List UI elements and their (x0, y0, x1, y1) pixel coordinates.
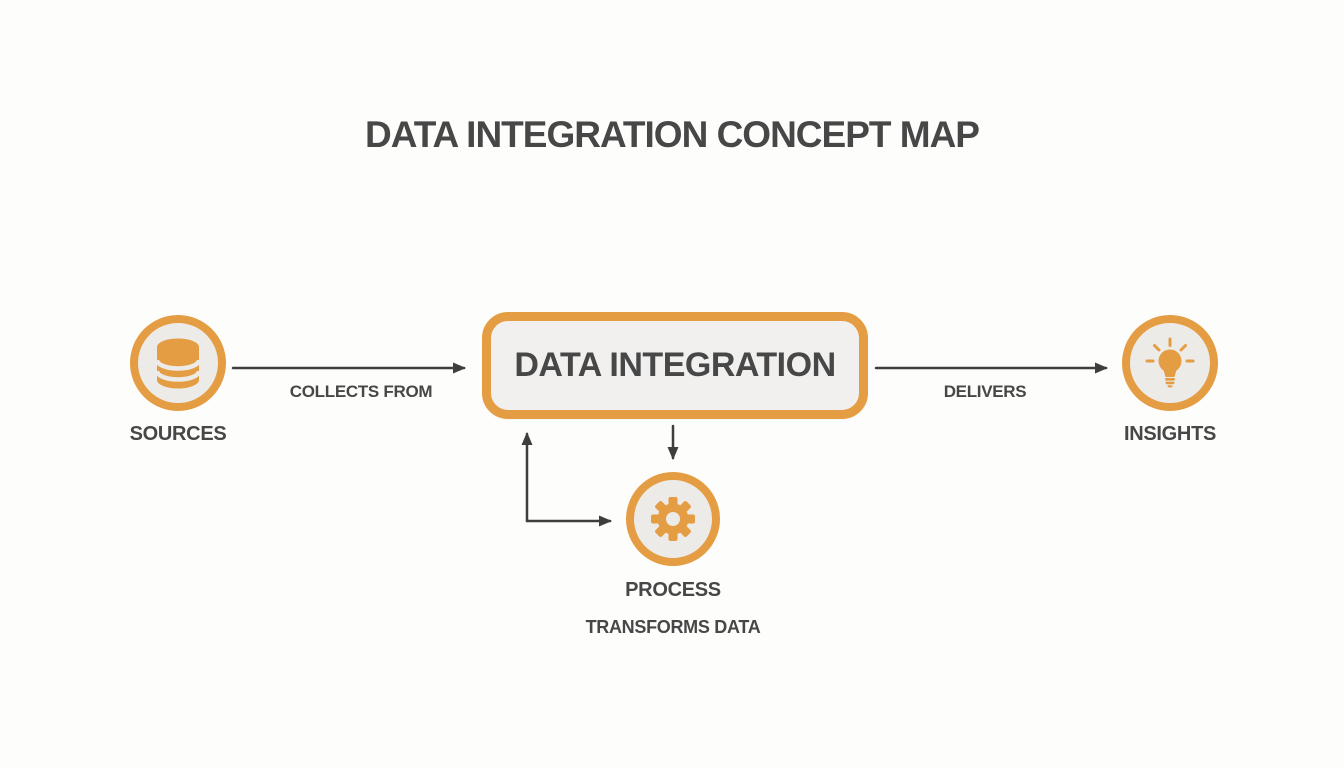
node-process-label: PROCESS (625, 579, 721, 601)
page-title: DATA INTEGRATION CONCEPT MAP (365, 114, 980, 155)
node-insights-label: INSIGHTS (1123, 423, 1217, 445)
gear-icon (651, 497, 695, 541)
node-sources-label: SOURCES (129, 423, 227, 445)
node-insights (1122, 315, 1218, 411)
node-data-integration-label: DATA INTEGRATION (514, 346, 836, 384)
edge-delivers-label: DELIVERS (943, 382, 1027, 401)
edge-collects-label: COLLECTS FROM (289, 382, 433, 401)
database-icon (154, 338, 202, 389)
node-sources (130, 315, 226, 411)
lightbulb-icon (1145, 337, 1195, 388)
node-process (626, 472, 720, 566)
node-data-integration: DATA INTEGRATION (482, 312, 868, 419)
node-process-sublabel: TRANSFORMS DATA (585, 617, 761, 637)
